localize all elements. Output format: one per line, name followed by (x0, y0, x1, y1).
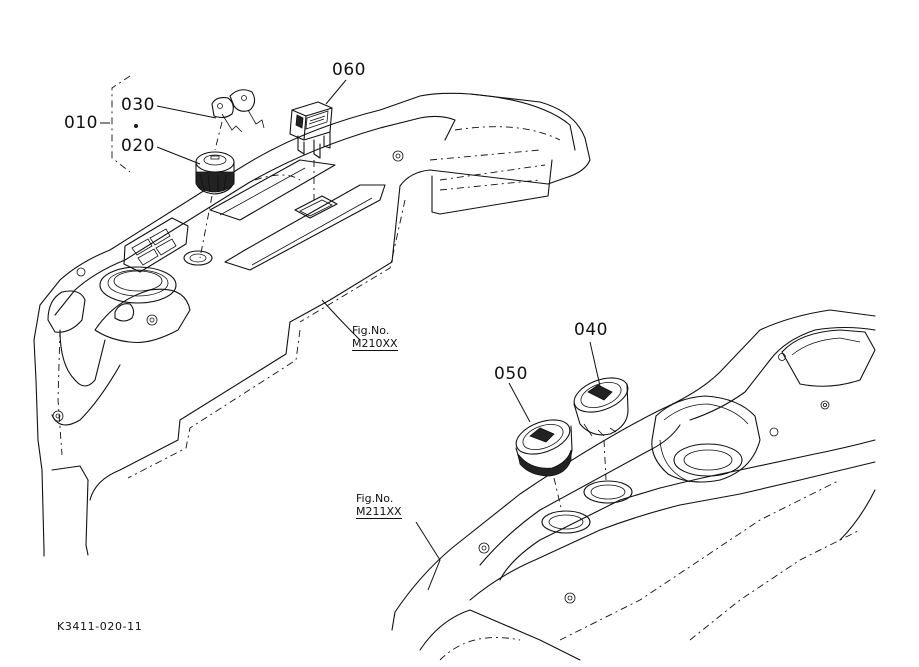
gauge-050 (515, 419, 573, 513)
callout-020: 020 (121, 136, 155, 156)
figure-ref-m211xx[interactable]: Fig.No. M211XX (356, 492, 402, 519)
callout-050: 050 (494, 364, 528, 384)
gauge-040 (573, 377, 629, 481)
figure-ref-m210xx[interactable]: Fig.No. M210XX (352, 324, 398, 351)
figure-ref-number: M210XX (352, 337, 398, 351)
figure-ref-label: Fig.No. (352, 324, 390, 337)
callout-030: 030 (121, 95, 155, 115)
callout-leaders (100, 75, 601, 591)
key-and-key-switch (195, 89, 265, 259)
figure-ref-label: Fig.No. (356, 492, 394, 505)
lower-console-body (391, 309, 876, 661)
drawing-code: K3411-020-11 (57, 620, 143, 633)
callout-040: 040 (574, 320, 608, 340)
figure-ref-number: M211XX (356, 505, 402, 519)
callout-010: 010 (64, 113, 98, 133)
callout-060: 060 (332, 60, 366, 80)
hour-meter (289, 101, 333, 200)
upper-console-body (33, 92, 591, 557)
